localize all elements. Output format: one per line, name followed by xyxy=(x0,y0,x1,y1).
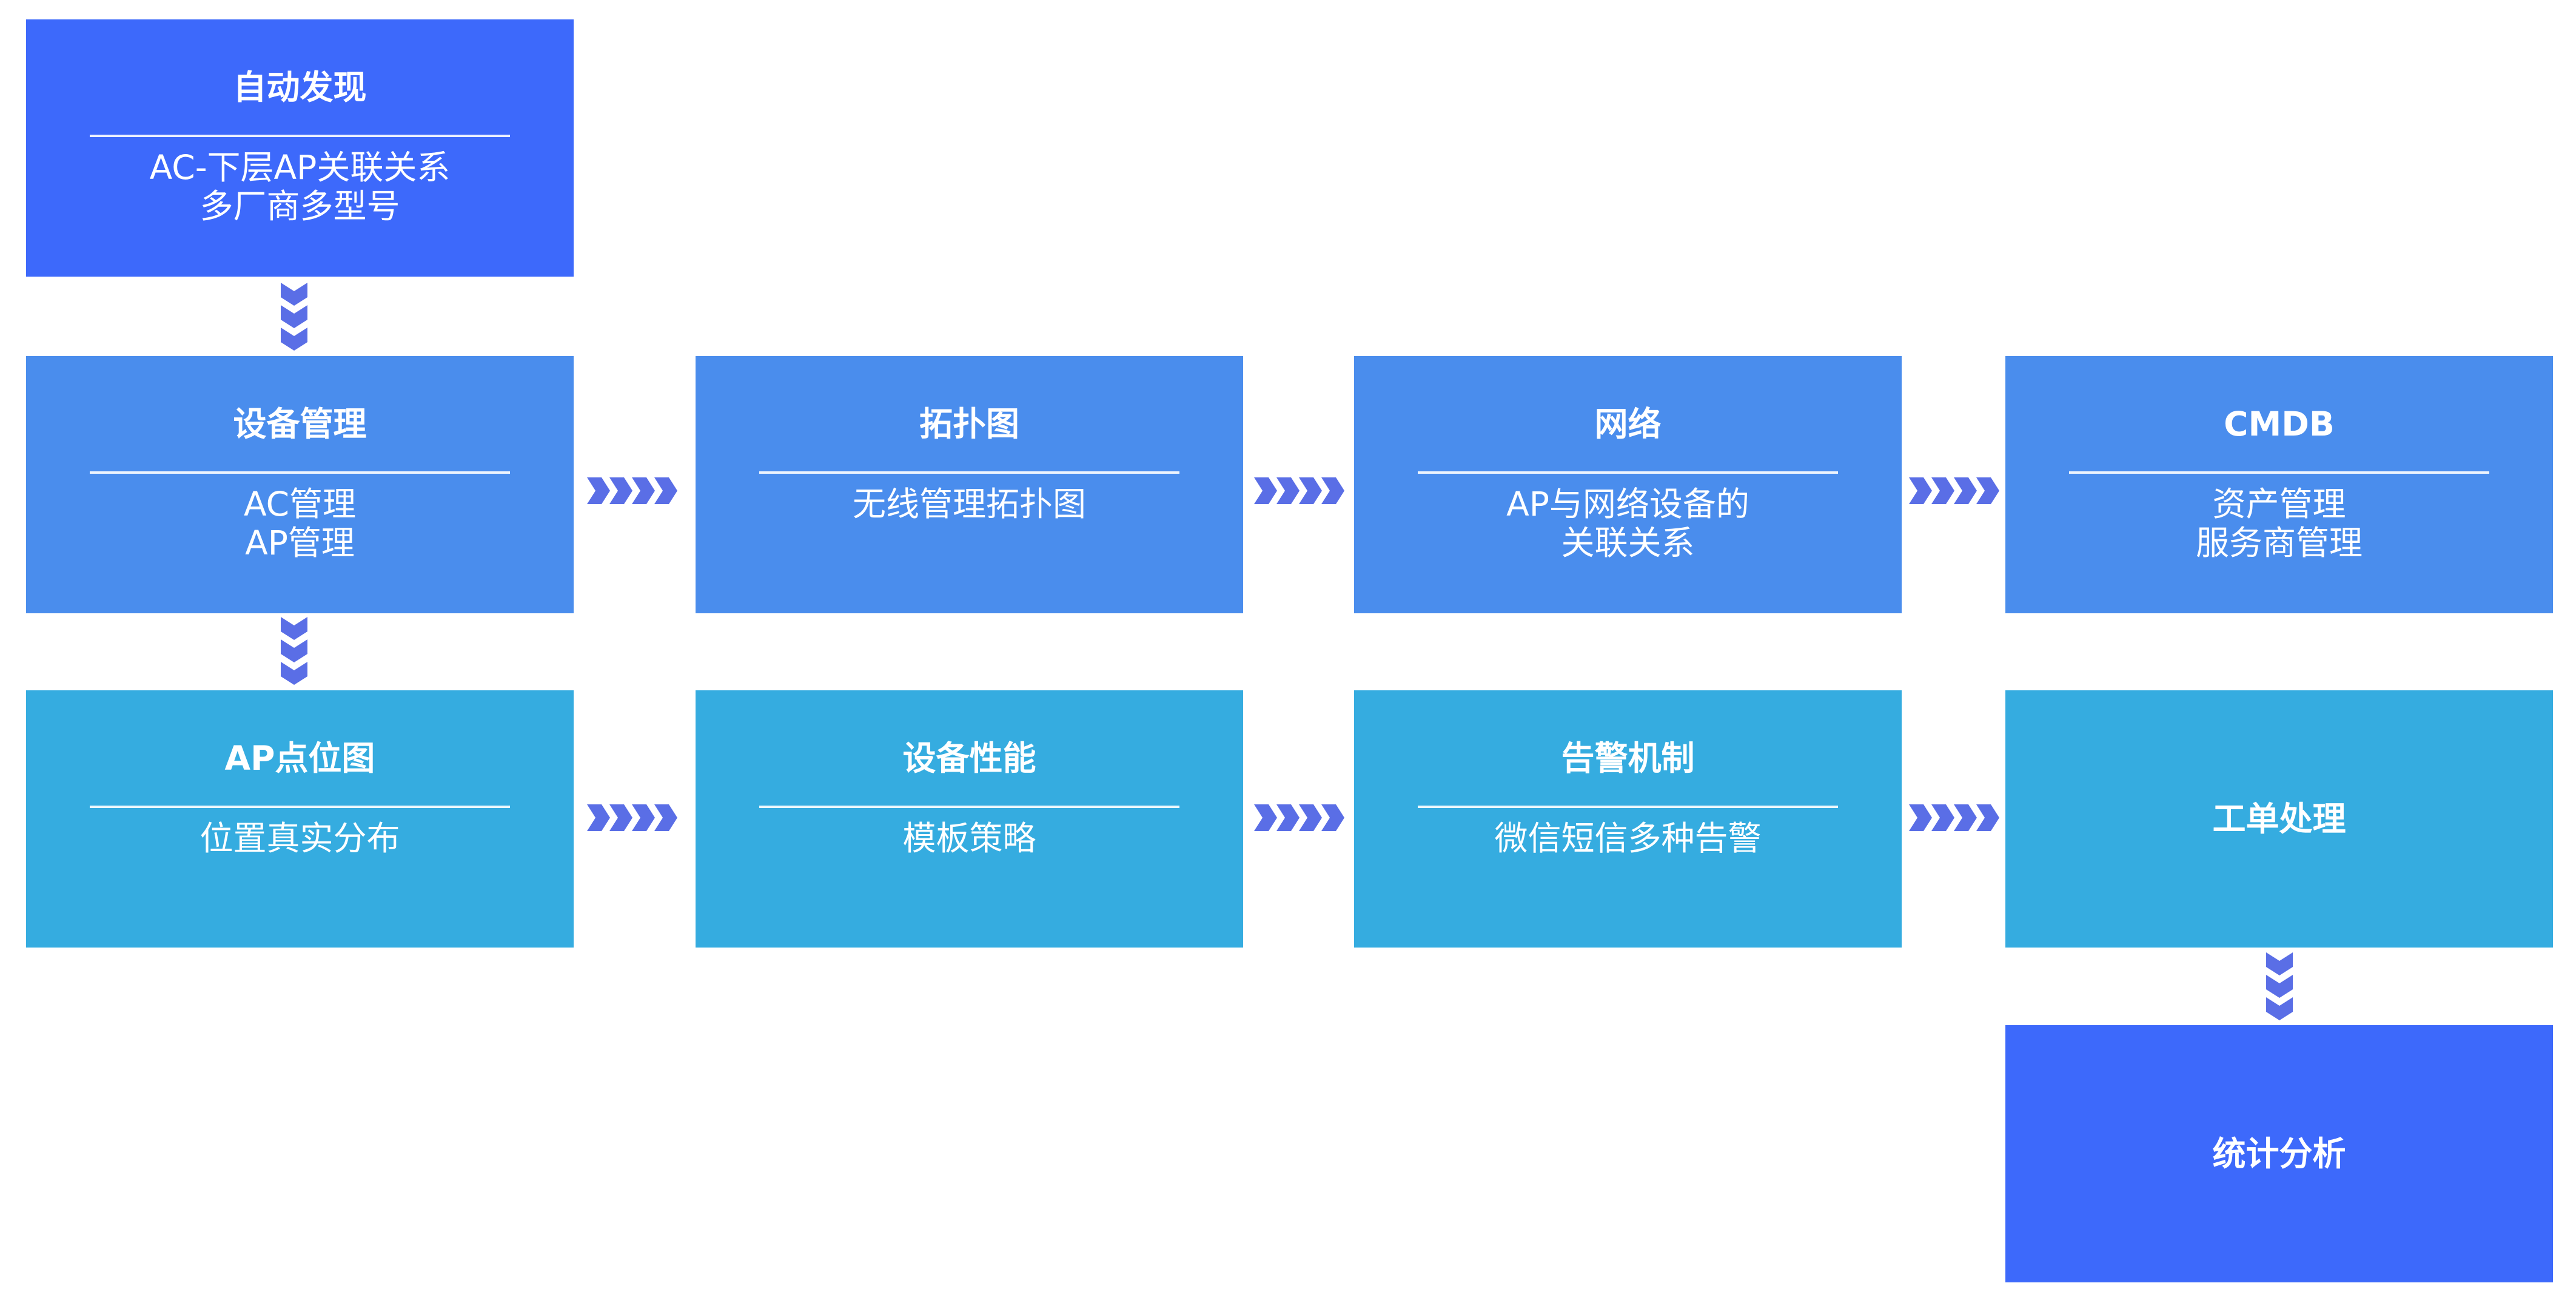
node-divider xyxy=(90,806,510,808)
node-divider xyxy=(759,806,1179,808)
node-alarm: 告警机制 微信短信多种告警 xyxy=(1354,690,1902,948)
node-device-performance: 设备性能 模板策略 xyxy=(696,690,1243,948)
node-desc: 无线管理拓扑图 xyxy=(696,485,1243,524)
node-divider xyxy=(2069,471,2489,474)
node-desc: AC管理 AP管理 xyxy=(26,485,574,562)
arrow-down-icon xyxy=(2266,952,2293,1020)
node-desc: 资产管理 服务商管理 xyxy=(2005,485,2553,562)
node-desc-line: AP管理 xyxy=(245,524,355,562)
node-statistics: 统计分析 xyxy=(2005,1025,2553,1282)
node-desc: 微信短信多种告警 xyxy=(1354,819,1902,858)
node-ap-map: AP点位图 位置真实分布 xyxy=(26,690,574,948)
node-title: 设备性能 xyxy=(902,739,1036,778)
node-title: 统计分析 xyxy=(2212,1134,2346,1173)
arrow-right-icon xyxy=(587,477,678,504)
node-title: 告警机制 xyxy=(1561,739,1695,778)
node-divider xyxy=(90,135,510,137)
node-desc-line: 无线管理拓扑图 xyxy=(852,485,1086,524)
arrow-down-icon xyxy=(281,283,307,351)
node-desc: AP与网络设备的 关联关系 xyxy=(1354,485,1902,562)
node-divider xyxy=(1418,806,1838,808)
node-title: 网络 xyxy=(1594,405,1662,443)
node-title: 拓扑图 xyxy=(919,405,1019,443)
node-desc: 模板策略 xyxy=(696,819,1243,858)
arrow-right-icon xyxy=(587,804,678,831)
arrow-right-icon xyxy=(1909,804,2000,831)
node-network: 网络 AP与网络设备的 关联关系 xyxy=(1354,356,1902,613)
node-title: 设备管理 xyxy=(233,405,367,443)
arrow-right-icon xyxy=(1254,804,1345,831)
arrow-right-icon xyxy=(1909,477,2000,504)
node-desc-line: 服务商管理 xyxy=(2195,524,2363,562)
node-desc-line: 关联关系 xyxy=(1561,524,1695,562)
arrow-down-icon xyxy=(281,617,307,685)
node-device-management: 设备管理 AC管理 AP管理 xyxy=(26,356,574,613)
node-title: AP点位图 xyxy=(224,739,375,778)
node-divider xyxy=(759,471,1179,474)
node-desc-line: AC-下层AP关联关系 xyxy=(149,148,451,187)
node-divider xyxy=(1418,471,1838,474)
node-desc-line: 位置真实分布 xyxy=(200,819,400,858)
node-topology: 拓扑图 无线管理拓扑图 xyxy=(696,356,1243,613)
node-desc-line: 模板策略 xyxy=(902,819,1036,858)
node-title: 工单处理 xyxy=(2212,800,2346,838)
node-desc-line: AP与网络设备的 xyxy=(1506,485,1749,524)
node-desc-line: 多厂商多型号 xyxy=(200,187,400,226)
node-desc-line: 资产管理 xyxy=(2212,485,2346,524)
node-title: 自动发现 xyxy=(233,68,367,107)
node-title: CMDB xyxy=(2224,405,2335,443)
node-cmdb: CMDB 资产管理 服务商管理 xyxy=(2005,356,2553,613)
node-auto-discovery: 自动发现 AC-下层AP关联关系 多厂商多型号 xyxy=(26,19,574,277)
node-desc-line: AC管理 xyxy=(243,485,357,524)
node-desc: 位置真实分布 xyxy=(26,819,574,858)
arrow-right-icon xyxy=(1254,477,1345,504)
node-desc: AC-下层AP关联关系 多厂商多型号 xyxy=(26,148,574,226)
node-desc-line: 微信短信多种告警 xyxy=(1494,819,1762,858)
node-divider xyxy=(90,471,510,474)
node-ticket: 工单处理 xyxy=(2005,690,2553,948)
